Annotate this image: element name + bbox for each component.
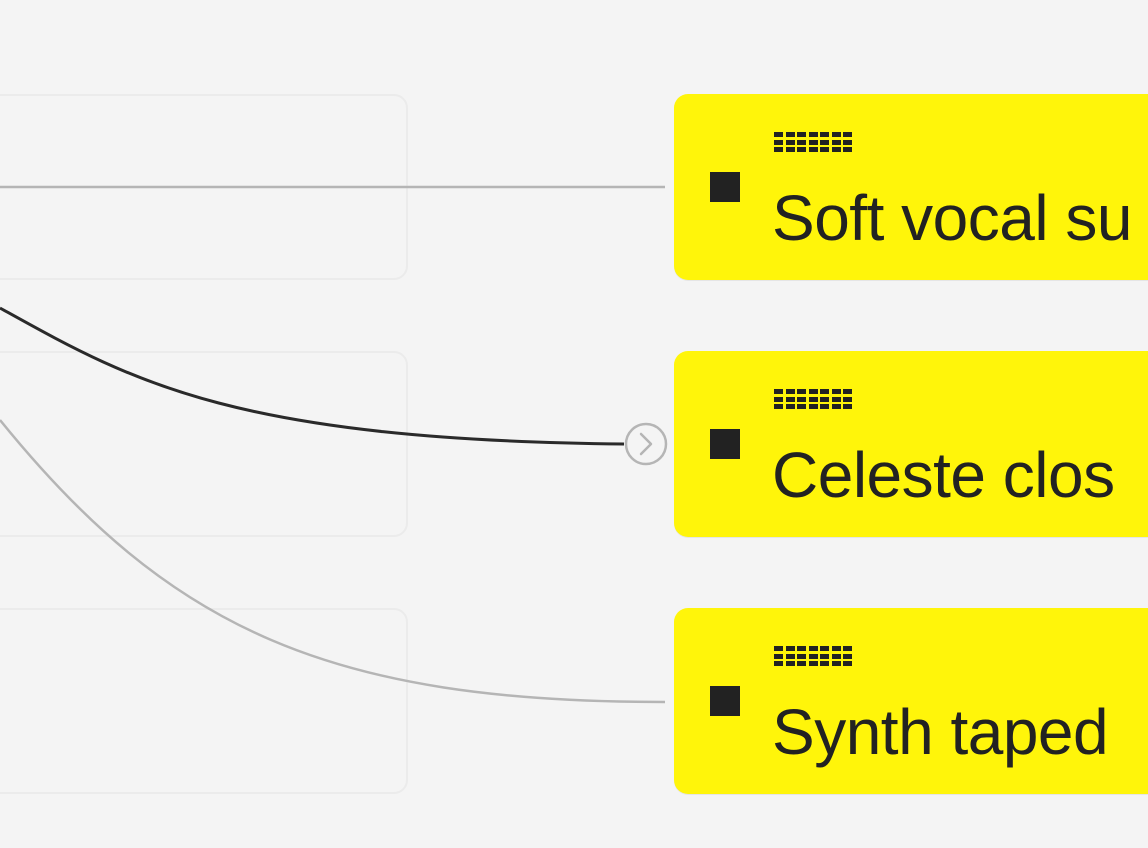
node-label: Celeste clos bbox=[772, 439, 1115, 511]
source-node-2[interactable] bbox=[0, 351, 408, 537]
connector-line-2-active[interactable] bbox=[0, 306, 625, 446]
square-icon bbox=[710, 686, 740, 716]
node-label: Synth taped bbox=[772, 696, 1109, 768]
node-label: Soft vocal su bbox=[772, 182, 1132, 254]
chevron-right-icon[interactable] bbox=[624, 422, 668, 466]
drag-handle-icon[interactable] bbox=[774, 132, 852, 152]
drag-handle-icon[interactable] bbox=[774, 646, 852, 666]
square-icon bbox=[710, 429, 740, 459]
connector-line-3[interactable] bbox=[0, 419, 666, 704]
square-icon bbox=[710, 172, 740, 202]
target-node-3[interactable]: Synth taped bbox=[674, 608, 1148, 794]
source-node-3[interactable] bbox=[0, 608, 408, 794]
target-node-2[interactable]: Celeste clos bbox=[674, 351, 1148, 537]
drag-handle-icon[interactable] bbox=[774, 389, 852, 409]
target-node-1[interactable]: Soft vocal su bbox=[674, 94, 1148, 280]
